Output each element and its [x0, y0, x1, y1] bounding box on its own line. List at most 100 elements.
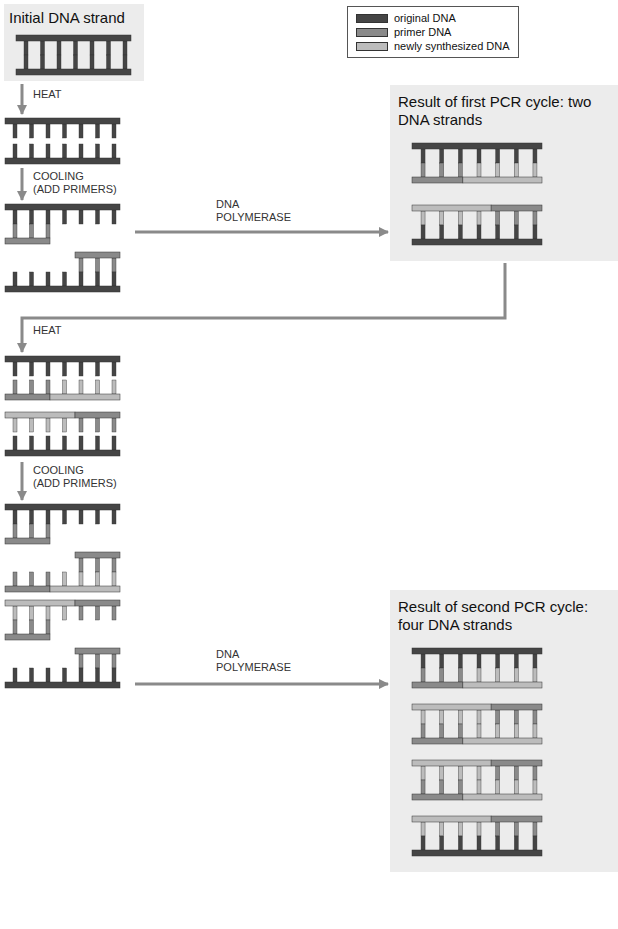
base-pair-rung: [79, 606, 83, 620]
base-pair-rung: [13, 124, 17, 138]
base-pair-rung: [13, 418, 17, 432]
dna-backbone: [5, 450, 120, 456]
base-pair-rung: [421, 780, 425, 794]
base-pair-rung: [458, 163, 462, 177]
base-pair-rung: [74, 41, 78, 55]
base-pair-rung: [458, 668, 462, 682]
dna-backbone: [412, 682, 463, 688]
base-pair-rung: [112, 436, 116, 450]
dna-backbone: [491, 205, 542, 211]
dna-backbone: [5, 412, 75, 418]
base-pair-rung: [57, 55, 61, 69]
dna-backbone: [5, 682, 120, 688]
base-pair-rung: [96, 210, 100, 224]
base-pair-rung: [112, 668, 116, 682]
base-pair-rung: [79, 654, 83, 668]
base-pair-rung: [46, 572, 50, 586]
base-pair-rung: [96, 606, 100, 620]
base-pair-rung: [458, 724, 462, 738]
base-pair-rung: [533, 780, 537, 794]
base-pair-rung: [458, 211, 462, 225]
base-pair-rung: [63, 418, 67, 432]
base-pair-rung: [46, 418, 50, 432]
base-pair-rung: [96, 436, 100, 450]
base-pair-rung: [477, 780, 481, 794]
base-pair-rung: [107, 55, 111, 69]
base-pair-rung: [13, 224, 17, 238]
base-pair-rung: [458, 654, 462, 668]
base-pair-rung: [46, 144, 50, 158]
base-pair-rung: [63, 606, 67, 620]
base-pair-rung: [46, 210, 50, 224]
base-pair-rung: [24, 41, 28, 55]
dna-backbone: [5, 356, 120, 362]
base-pair-rung: [496, 780, 500, 794]
dna-backbone: [491, 704, 542, 710]
base-pair-rung: [440, 822, 444, 836]
base-pair-rung: [421, 211, 425, 225]
base-pair-rung: [533, 724, 537, 738]
base-pair-rung: [421, 225, 425, 239]
base-pair-rung: [477, 822, 481, 836]
step-label: (ADD PRIMERS): [32, 477, 118, 490]
base-pair-rung: [30, 668, 34, 682]
base-pair-rung: [30, 572, 34, 586]
dna-backbone: [412, 648, 542, 654]
base-pair-rung: [514, 822, 518, 836]
base-pair-rung: [477, 211, 481, 225]
base-pair-rung: [421, 724, 425, 738]
dna-backbone: [412, 239, 542, 245]
legend-text: newly synthesized DNA: [394, 40, 510, 53]
base-pair-rung: [30, 620, 34, 634]
base-pair-rung: [440, 225, 444, 239]
base-pair-rung: [533, 668, 537, 682]
dna-backbone: [5, 504, 120, 510]
base-pair-rung: [514, 836, 518, 850]
base-pair-rung: [96, 380, 100, 394]
base-pair-rung: [13, 668, 17, 682]
base-pair-rung: [421, 163, 425, 177]
legend-text: original DNA: [394, 12, 456, 25]
base-pair-rung: [112, 258, 116, 272]
base-pair-rung: [112, 210, 116, 224]
step-label: (ADD PRIMERS): [32, 183, 118, 196]
dna-backbone: [5, 538, 50, 544]
dna-backbone: [412, 738, 463, 744]
dna-backbone: [75, 648, 120, 654]
base-pair-rung: [496, 149, 500, 163]
base-pair-rung: [79, 436, 83, 450]
step-label: HEAT: [32, 88, 63, 101]
base-pair-rung: [79, 272, 83, 286]
base-pair-rung: [440, 211, 444, 225]
base-pair-rung: [477, 225, 481, 239]
dna-backbone: [16, 35, 131, 41]
base-pair-rung: [63, 144, 67, 158]
base-pair-rung: [533, 211, 537, 225]
base-pair-rung: [496, 163, 500, 177]
process-arrow: [135, 231, 388, 234]
process-arrow: [22, 263, 505, 352]
base-pair-rung: [46, 362, 50, 376]
base-pair-rung: [123, 55, 127, 69]
dna-backbone: [5, 634, 50, 640]
base-pair-rung: [13, 144, 17, 158]
step-label: COOLING: [32, 464, 85, 477]
base-pair-rung: [477, 724, 481, 738]
legend-box: original DNAprimer DNAnewly synthesized …: [347, 6, 519, 58]
base-pair-rung: [421, 710, 425, 724]
dna-backbone: [491, 760, 542, 766]
dna-backbone: [463, 177, 542, 183]
base-pair-rung: [112, 606, 116, 620]
base-pair-rung: [96, 654, 100, 668]
base-pair-rung: [79, 572, 83, 586]
base-pair-rung: [46, 606, 50, 620]
base-pair-rung: [477, 668, 481, 682]
base-pair-rung: [13, 362, 17, 376]
base-pair-rung: [514, 163, 518, 177]
base-pair-rung: [477, 836, 481, 850]
dna-backbone: [412, 143, 542, 149]
process-arrow: [21, 168, 24, 200]
dna-backbone: [5, 586, 50, 592]
base-pair-rung: [79, 124, 83, 138]
base-pair-rung: [421, 668, 425, 682]
